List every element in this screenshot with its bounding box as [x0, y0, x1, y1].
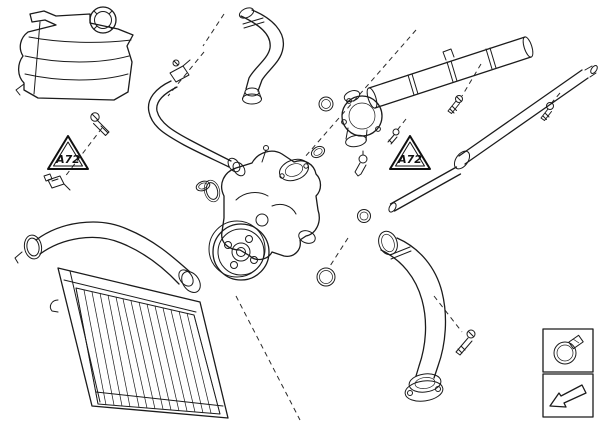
- return-pipe[interactable]: [357, 64, 599, 223]
- bolt-icon: [90, 112, 110, 136]
- upper-radiator-hose[interactable]: [238, 6, 284, 105]
- screw-icon: [387, 128, 400, 145]
- coolant-pipe[interactable]: [341, 36, 535, 177]
- expansion-tank[interactable]: [15, 6, 134, 101]
- bolt-icon: [455, 329, 476, 356]
- legend-hose-clamp[interactable]: [542, 328, 594, 373]
- warning-triangle-right: A72: [389, 135, 431, 170]
- warning-label: A72: [397, 153, 422, 166]
- hose-clamp-icon: [553, 334, 584, 365]
- o-ring-icon: [310, 145, 326, 159]
- o-ring-icon: [357, 209, 371, 223]
- warning-triangle-left: A72: [47, 135, 89, 170]
- legend-direction-arrow[interactable]: [542, 373, 594, 418]
- level-sensor-icon: [43, 173, 71, 191]
- bolt-icon: [447, 95, 463, 114]
- pulley: [208, 220, 270, 281]
- leader-lines: [63, 13, 561, 421]
- o-ring-icon: [195, 180, 211, 192]
- engine-inlet-hose[interactable]: [375, 229, 476, 404]
- water-pump-thermostat[interactable]: [202, 96, 336, 287]
- lower-radiator-hose[interactable]: [14, 221, 204, 296]
- filler-cap-icon: [89, 6, 117, 34]
- radiator[interactable]: [49, 267, 229, 419]
- warning-label: A72: [55, 153, 80, 166]
- legend: [542, 328, 594, 418]
- radiator-core-hatching: [75, 287, 221, 415]
- o-ring-icon: [318, 96, 334, 112]
- o-ring-icon: [316, 267, 336, 287]
- direction-arrow-icon: [549, 384, 587, 408]
- temp-sensor-icon: [354, 150, 368, 177]
- screw-icon: [540, 102, 554, 121]
- vent-hose[interactable]: [147, 59, 247, 193]
